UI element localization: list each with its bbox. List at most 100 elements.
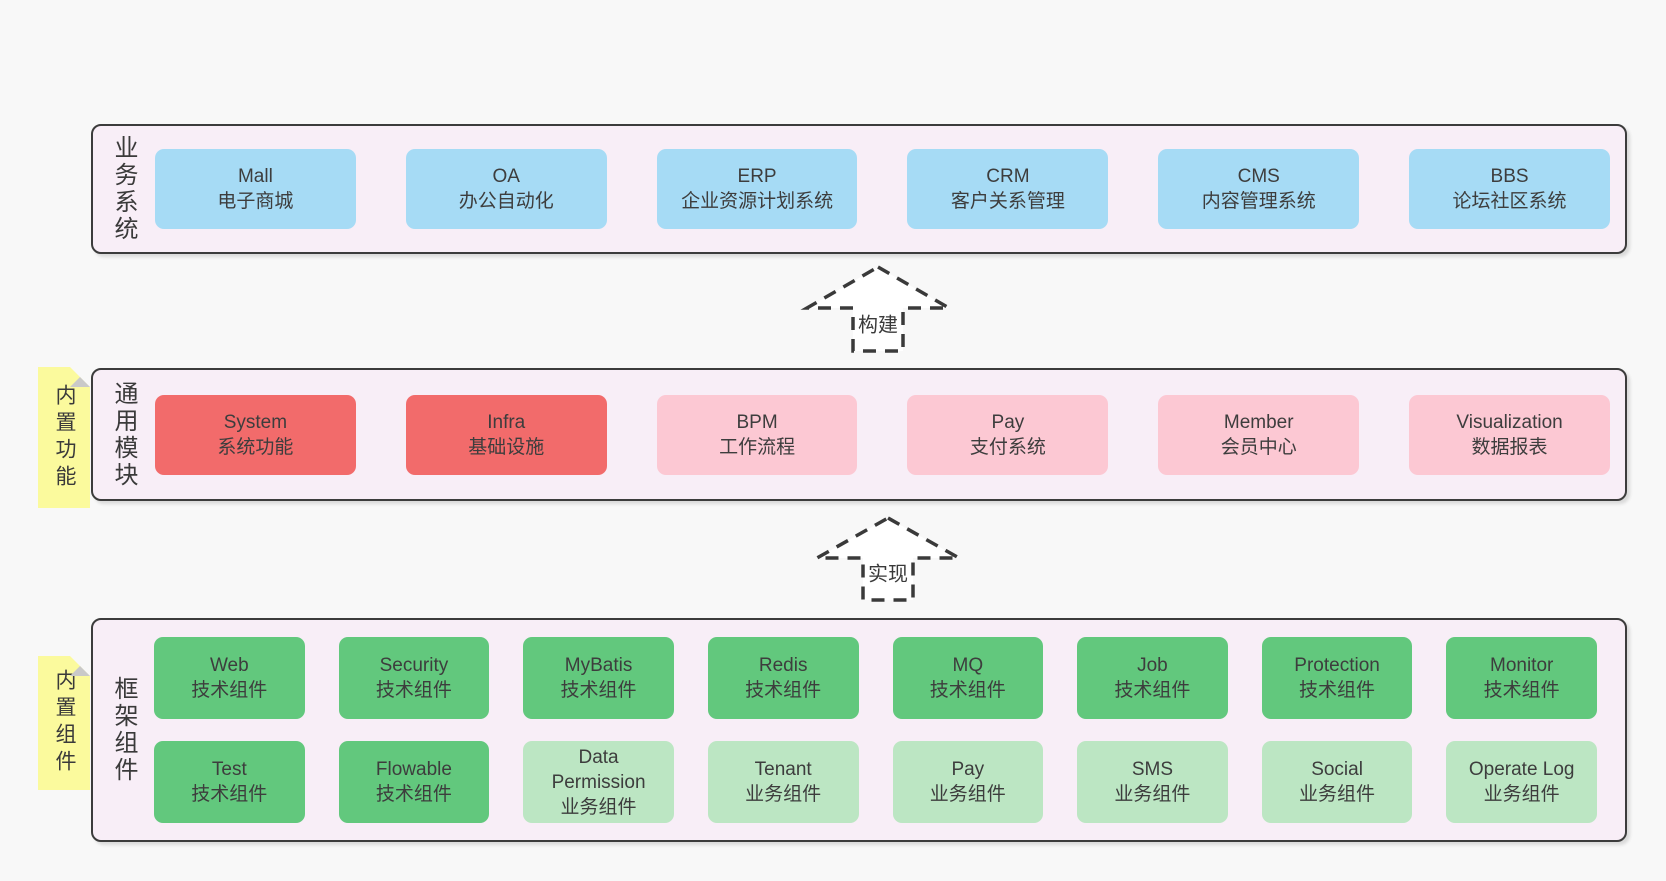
box-bpm: BPM 工作流程: [656, 394, 858, 475]
box-title: Mall: [237, 166, 273, 187]
sticky-note-built-in-components-label: 内置组件: [53, 669, 76, 777]
box-title: Protection: [1294, 655, 1380, 676]
box-title: Pay: [951, 759, 985, 780]
box-subtitle: 技术组件: [745, 680, 822, 701]
box-title: Data Permission: [551, 746, 646, 793]
box-subtitle: 业务组件: [745, 784, 822, 805]
box-subtitle: 内容管理系统: [1201, 191, 1316, 212]
box-title: CRM: [986, 166, 1030, 187]
box-mybatis: MyBatis 技术组件: [523, 637, 674, 719]
arrow-build: 构建: [796, 263, 960, 355]
box-title: CMS: [1237, 166, 1280, 187]
box-title: SMS: [1131, 759, 1174, 780]
box-subtitle: 企业资源计划系统: [681, 191, 834, 212]
box-operate-log: Operate Log 业务组件: [1446, 741, 1597, 823]
band-business-systems: 业务系统 Mall 电子商城 OA 办公自动化 ERP 企业资源计划系统 CRM 客户关系管理…: [91, 124, 1627, 254]
sticky-note-built-in-features: 内置功能: [38, 367, 90, 508]
box-oa: OA 办公自动化: [405, 149, 607, 229]
box-subtitle: 技术组件: [560, 680, 637, 701]
box-system: System 系统功能: [155, 394, 356, 475]
box-title: Tenant: [754, 759, 812, 780]
box-subtitle: 技术组件: [375, 680, 452, 701]
box-subtitle: 技术组件: [375, 784, 452, 805]
box-title: Security: [379, 655, 449, 676]
box-tenant: Tenant 业务组件: [707, 741, 859, 823]
band-business-label: 业务系统: [110, 135, 137, 243]
box-redis: Redis 技术组件: [707, 637, 859, 719]
box-bbs: BBS 论坛社区系统: [1409, 149, 1610, 229]
box-title: ERP: [737, 166, 777, 187]
box-title: Job: [1137, 655, 1168, 676]
box-subtitle: 基础设施: [468, 436, 545, 458]
box-subtitle: 业务组件: [1299, 784, 1376, 805]
band-modules-label: 通用模块: [110, 380, 137, 489]
box-subtitle: 业务组件: [560, 796, 637, 818]
box-subtitle: 技术组件: [1114, 680, 1191, 701]
box-subtitle: 客户关系管理: [950, 191, 1065, 212]
box-row: Mall 电子商城 OA 办公自动化 ERP 企业资源计划系统 CRM 客户关系管理 CMS 内容…: [155, 149, 1610, 229]
box-cms: CMS 内容管理系统: [1158, 149, 1360, 229]
box-pay: Pay 业务组件: [892, 741, 1044, 823]
box-subtitle: 数据报表: [1471, 436, 1548, 458]
box-subtitle: 业务组件: [1114, 784, 1191, 805]
arrow-build-label: 构建: [855, 307, 901, 339]
box-subtitle: 技术组件: [191, 784, 268, 805]
box-title: OA: [492, 166, 520, 187]
box-subtitle: 技术组件: [1299, 680, 1376, 701]
box-member: Member 会员中心: [1158, 394, 1360, 475]
box-title: MyBatis: [564, 655, 633, 676]
box-visualization: Visualization 数据报表: [1409, 394, 1610, 475]
band-business-boxes: Mall 电子商城 OA 办公自动化 ERP 企业资源计划系统 CRM 客户关系管理 CMS 内容…: [155, 126, 1610, 252]
box-title: Redis: [758, 655, 808, 676]
box-title: Member: [1223, 411, 1294, 433]
box-title: Infra: [487, 411, 526, 433]
box-infra: Infra 基础设施: [405, 394, 607, 475]
box-social: Social 业务组件: [1261, 741, 1413, 823]
box-erp: ERP 企业资源计划系统: [656, 149, 858, 229]
box-title: BBS: [1490, 166, 1529, 187]
box-subtitle: 业务组件: [1483, 784, 1560, 805]
box-data-permission: Data Permission 业务组件: [523, 741, 674, 823]
box-title: BPM: [736, 411, 778, 433]
box-mall: Mall 电子商城: [155, 149, 356, 229]
box-protection: Protection 技术组件: [1261, 637, 1413, 719]
arrow-implement: 实现: [806, 514, 970, 606]
box-subtitle: 会员中心: [1220, 436, 1297, 458]
box-subtitle: 论坛社区系统: [1452, 191, 1567, 212]
box-title: Monitor: [1490, 655, 1554, 676]
band-framework-label: 框架组件: [110, 676, 137, 784]
box-web: Web 技术组件: [154, 637, 305, 719]
box-subtitle: 业务组件: [929, 784, 1006, 805]
sticky-note-built-in-components: 内置组件: [38, 656, 90, 790]
box-title: Visualization: [1456, 411, 1563, 433]
box-subtitle: 工作流程: [719, 436, 796, 458]
sticky-note-built-in-features-label: 内置功能: [53, 383, 76, 492]
box-subtitle: 技术组件: [1483, 680, 1560, 701]
box-subtitle: 办公自动化: [458, 191, 554, 212]
box-crm: CRM 客户关系管理: [907, 149, 1109, 229]
box-title: Operate Log: [1468, 759, 1575, 780]
box-title: System: [223, 411, 288, 433]
box-title: Social: [1311, 759, 1363, 780]
box-title: Flowable: [375, 759, 452, 780]
box-title: Pay: [991, 411, 1025, 433]
box-flowable: Flowable 技术组件: [338, 741, 490, 823]
box-monitor: Monitor 技术组件: [1446, 637, 1597, 719]
box-title: MQ: [952, 655, 984, 676]
box-subtitle: 系统功能: [217, 436, 294, 458]
box-title: Web: [209, 655, 249, 676]
box-subtitle: 电子商城: [217, 191, 294, 212]
box-subtitle: 技术组件: [191, 680, 268, 701]
arrow-implement-label: 实现: [865, 556, 911, 588]
box-security: Security 技术组件: [338, 637, 490, 719]
